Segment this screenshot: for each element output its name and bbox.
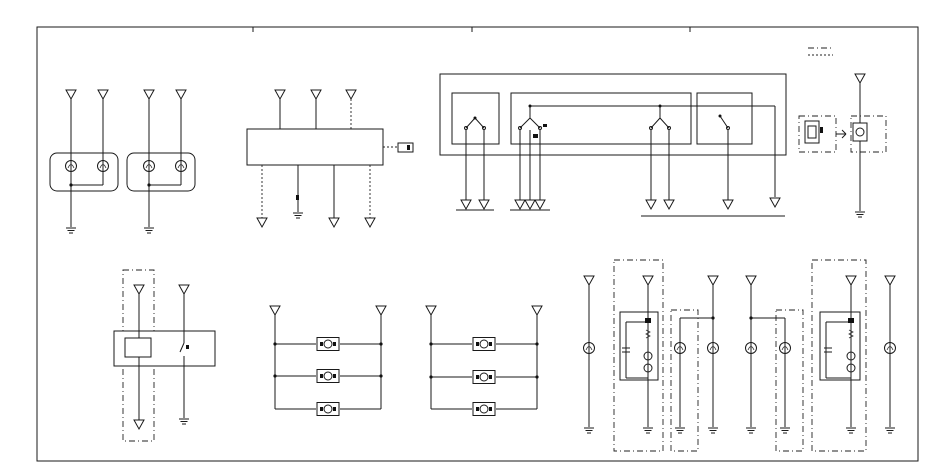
connector-detail-right [798, 73, 887, 218]
legend-key [808, 47, 833, 56]
control-module-box [246, 128, 384, 166]
switch-terminal [460, 199, 472, 210]
power-terminal [707, 275, 719, 286]
power-terminal [854, 73, 866, 84]
control-module-top-center [246, 89, 414, 228]
switch-terminal [478, 199, 490, 210]
switch-assembly-outline [439, 73, 787, 156]
power-terminal [745, 275, 757, 286]
connector-plug [397, 142, 414, 153]
ground-icon [642, 427, 654, 434]
lamp-housing-left [49, 152, 119, 192]
ground-icon [845, 427, 857, 434]
motor-icon [316, 369, 340, 383]
power-terminal [375, 305, 387, 316]
switch-terminal [722, 199, 734, 210]
motor-bank-right [425, 305, 543, 416]
switch-terminal [534, 199, 546, 210]
motor-icon [316, 337, 340, 351]
ground-icon [779, 427, 791, 434]
switch-block-3 [696, 92, 753, 145]
ground-icon [178, 418, 190, 425]
ground-icon [674, 427, 686, 434]
power-terminal [175, 89, 187, 100]
switch-block-1 [451, 92, 500, 145]
power-terminal [65, 89, 77, 100]
motor-bank-left [269, 305, 387, 416]
power-terminal [178, 284, 190, 295]
ground-icon [292, 212, 304, 219]
relay-bottom-left [113, 269, 216, 442]
enclosure-3 [775, 309, 804, 452]
power-terminal [642, 275, 654, 286]
switch-terminal [524, 199, 536, 210]
switch-terminal [514, 199, 526, 210]
output-terminal [328, 217, 340, 228]
relay-outline [122, 269, 155, 442]
motor-icon [472, 402, 496, 416]
power-terminal [531, 305, 543, 316]
power-terminal [425, 305, 437, 316]
power-terminal [884, 275, 896, 286]
ground-icon [707, 427, 719, 434]
power-terminal [97, 89, 109, 100]
switch-block-2 [510, 92, 692, 145]
ground-icon [65, 227, 77, 234]
switch-terminal [645, 199, 657, 210]
motor-icon [316, 402, 340, 416]
motor-icon [472, 337, 496, 351]
ground-icon [745, 427, 757, 434]
lamp-module-1 [619, 311, 659, 381]
power-terminal [845, 275, 857, 286]
enclosure-4 [811, 259, 867, 452]
output-terminal [256, 217, 268, 228]
ground-icon [583, 427, 595, 434]
enclosure-2 [670, 309, 699, 452]
drawing-frame [36, 26, 919, 462]
lamp-pairs-top-left [49, 89, 196, 234]
lamp-housing-right [126, 152, 196, 192]
power-terminal [133, 284, 145, 295]
switch-terminal [769, 197, 781, 208]
ground-icon [143, 227, 155, 234]
relay-coil [124, 337, 152, 358]
ground-icon [854, 211, 866, 218]
motor-icon [472, 370, 496, 384]
switch-terminal [663, 199, 675, 210]
power-terminal [269, 305, 281, 316]
connector-outline-right [850, 115, 887, 153]
output-terminal [364, 217, 376, 228]
power-terminal [274, 89, 286, 100]
power-terminal [345, 89, 357, 100]
lamp-groups-bottom-right [583, 259, 896, 452]
lamp-module-2 [819, 311, 861, 381]
power-terminal [310, 89, 322, 100]
ground-icon [884, 427, 896, 434]
power-terminal [583, 275, 595, 286]
switch-assembly-top-right [439, 73, 787, 217]
relay-output [133, 419, 145, 430]
power-terminal [143, 89, 155, 100]
enclosure-1 [613, 259, 664, 452]
